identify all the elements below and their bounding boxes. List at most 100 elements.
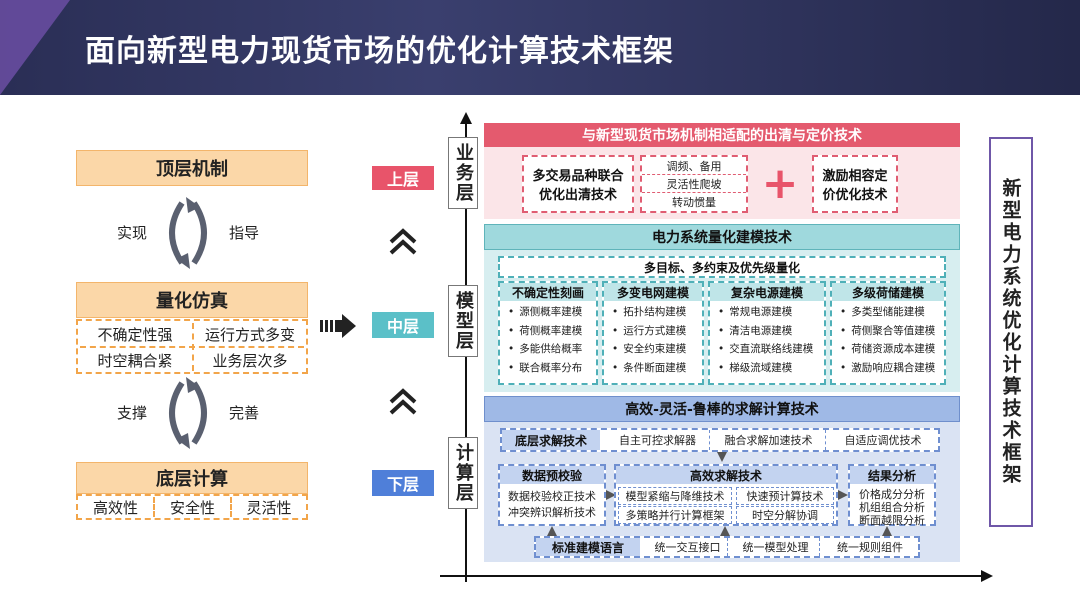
layer-model: 模型层 <box>448 285 478 357</box>
model-item: 源侧概率建模 <box>508 303 596 322</box>
grid-cell: 安全性 <box>169 498 215 517</box>
model-item: 常规电源建模 <box>718 303 824 322</box>
down-arrow-icon <box>717 452 727 462</box>
model-column: 多级荷储建模 多类型储能建模 荷侧聚合等值建模 荷储资源成本建模 激励响应耦合建… <box>830 281 946 385</box>
precheck-item: 数据校验校正技术 <box>508 490 596 503</box>
model-bar: 电力系统量化建模技术 <box>484 224 960 250</box>
solve-item: 多策略并行计算框架 <box>618 506 732 524</box>
page-title: 面向新型电力现货市场的优化计算技术框架 <box>85 34 674 69</box>
result-analysis-head: 结果分析 <box>850 466 934 484</box>
model-item: 荷侧概率建模 <box>508 322 596 341</box>
model-item: 多类型储能建模 <box>840 303 944 322</box>
base-solver-item: 融合求解加速技术 <box>712 430 826 450</box>
grid-cell: 灵活性 <box>246 498 292 517</box>
model-column-head: 复杂电源建模 <box>710 283 824 301</box>
grid-divider <box>153 497 155 517</box>
solve-item: 时空分解协调 <box>736 506 834 524</box>
precheck-head: 数据预校验 <box>500 466 604 484</box>
right-arrow-icon <box>606 490 616 500</box>
model-column-head: 多变电网建模 <box>604 283 702 301</box>
joint-clearing-box: 多交易品种联合优化出清技术 <box>522 155 634 213</box>
quant-sim-head: 量化仿真 <box>76 282 308 318</box>
tag-upper: 上层 <box>372 166 434 190</box>
cycle1-right-label: 指导 <box>229 224 260 242</box>
analysis-item: 机组组合分析 <box>859 500 925 514</box>
model-column: 复杂电源建模 常规电源建模 清洁电源建模 交直流联络线建模 梯级流域建模 <box>708 281 826 385</box>
model-item: 交直流联络线建模 <box>718 340 824 359</box>
up-arrow-icon <box>547 526 557 536</box>
right-arrow-icon <box>838 490 848 500</box>
model-item: 联合概率分布 <box>508 359 596 378</box>
solve-item: 快速预计算技术 <box>736 487 834 505</box>
cycle2-left-label: 支撑 <box>117 404 148 422</box>
base-solver-row: 底层求解技术 自主可控求解器 融合求解加速技术 自适应调优技术 <box>500 428 940 452</box>
model-column: 不确定性刻画 源侧概率建模 荷侧概率建模 多能供给概率 联合概率分布 <box>498 281 598 385</box>
model-item: 安全约束建模 <box>612 340 702 359</box>
efficient-solve-box: 高效求解技术 模型紧缩与降维技术 快速预计算技术 多策略并行计算框架 时空分解协… <box>614 464 838 526</box>
model-item: 荷储资源成本建模 <box>840 340 944 359</box>
cycle-arrows-icon <box>169 197 207 269</box>
std-language-label: 标准建模语言 <box>536 538 640 556</box>
model-column-head: 多级荷储建模 <box>832 283 944 301</box>
model-item: 清洁电源建模 <box>718 322 824 341</box>
model-item: 激励响应耦合建模 <box>840 359 944 378</box>
precheck-item: 冲突辨识解析技术 <box>508 506 596 519</box>
grid-cell: 时空耦合紧 <box>97 351 173 370</box>
plus-icon: + <box>761 157 799 209</box>
header-banner <box>0 0 1080 95</box>
tag-middle: 中层 <box>372 312 434 338</box>
grid-divider <box>230 497 232 517</box>
pricing-box: 激励相容定价优化技术 <box>812 155 898 213</box>
grid-cell: 不确定性强 <box>97 325 173 344</box>
solve-item: 模型紧缩与降维技术 <box>618 487 732 505</box>
business-bar: 与新型现货市场机制相适配的出清与定价技术 <box>484 123 960 147</box>
cycle-arrows-icon <box>169 377 207 449</box>
analysis-item: 断面越限分析 <box>859 513 925 527</box>
base-compute-head: 底层计算 <box>76 462 308 494</box>
base-solver-item: 自主可控求解器 <box>606 430 710 450</box>
grid-cell: 运行方式多变 <box>204 325 295 344</box>
base-solver-label: 底层求解技术 <box>502 430 600 450</box>
cycle1-left-label: 实现 <box>117 224 148 242</box>
compute-bar: 高效-灵活-鲁棒的求解计算技术 <box>484 396 960 422</box>
std-item: 统一交互接口 <box>648 538 728 556</box>
model-item: 多能供给概率 <box>508 340 596 359</box>
ancillary-item: 调频、备用 <box>642 157 746 175</box>
multi-objective-bar: 多目标、多约束及优先级量化 <box>498 256 946 278</box>
model-column: 多变电网建模 拓扑结构建模 运行方式建模 安全约束建模 条件断面建模 <box>602 281 704 385</box>
ancillary-box: 调频、备用 灵活性爬坡 转动惯量 <box>640 155 748 213</box>
base-compute-row: 高效性 安全性 灵活性 <box>76 494 308 520</box>
quant-sim-grid: 不确定性强 运行方式多变 时空耦合紧 业务层次多 <box>76 319 308 374</box>
base-solver-item: 自适应调优技术 <box>844 434 922 447</box>
model-item: 拓扑结构建模 <box>612 303 702 322</box>
double-chevron-up-icon <box>389 388 417 415</box>
std-language-row: 标准建模语言 统一交互接口 统一模型处理 统一规则组件 <box>534 536 920 558</box>
std-item: 统一规则组件 <box>837 541 903 554</box>
layer-compute: 计算层 <box>448 437 478 509</box>
ancillary-item: 灵活性爬坡 <box>642 175 746 193</box>
precheck-box: 数据预校验 数据校验校正技术 冲突辨识解析技术 <box>498 464 606 526</box>
layer-business: 业务层 <box>448 137 478 209</box>
std-item: 统一模型处理 <box>732 538 820 556</box>
grid-divider <box>80 346 304 348</box>
cycle2-right-label: 完善 <box>229 404 260 422</box>
right-arrow-icon <box>320 314 356 338</box>
up-arrow-icon <box>882 526 892 536</box>
analysis-item: 价格成分分析 <box>859 487 925 501</box>
double-chevron-up-icon <box>389 228 417 255</box>
result-analysis-box: 结果分析 价格成分分析 机组组合分析 断面越限分析 <box>848 464 936 527</box>
model-item: 运行方式建模 <box>612 322 702 341</box>
ancillary-item: 转动惯量 <box>672 196 716 209</box>
model-item: 条件断面建模 <box>612 359 702 378</box>
grid-cell: 高效性 <box>92 498 138 517</box>
tag-lower: 下层 <box>372 470 434 496</box>
model-column-head: 不确定性刻画 <box>500 283 596 301</box>
model-item: 梯级流域建模 <box>718 359 824 378</box>
header-decoration <box>0 0 70 95</box>
top-mechanism-head: 顶层机制 <box>76 150 308 186</box>
efficient-solve-head: 高效求解技术 <box>616 466 836 484</box>
model-item: 荷侧聚合等值建模 <box>840 322 944 341</box>
grid-cell: 业务层次多 <box>212 351 288 370</box>
framework-vertical-title: 新型电力系统优化计算技术框架 <box>989 137 1033 527</box>
up-arrow-icon <box>720 526 730 536</box>
